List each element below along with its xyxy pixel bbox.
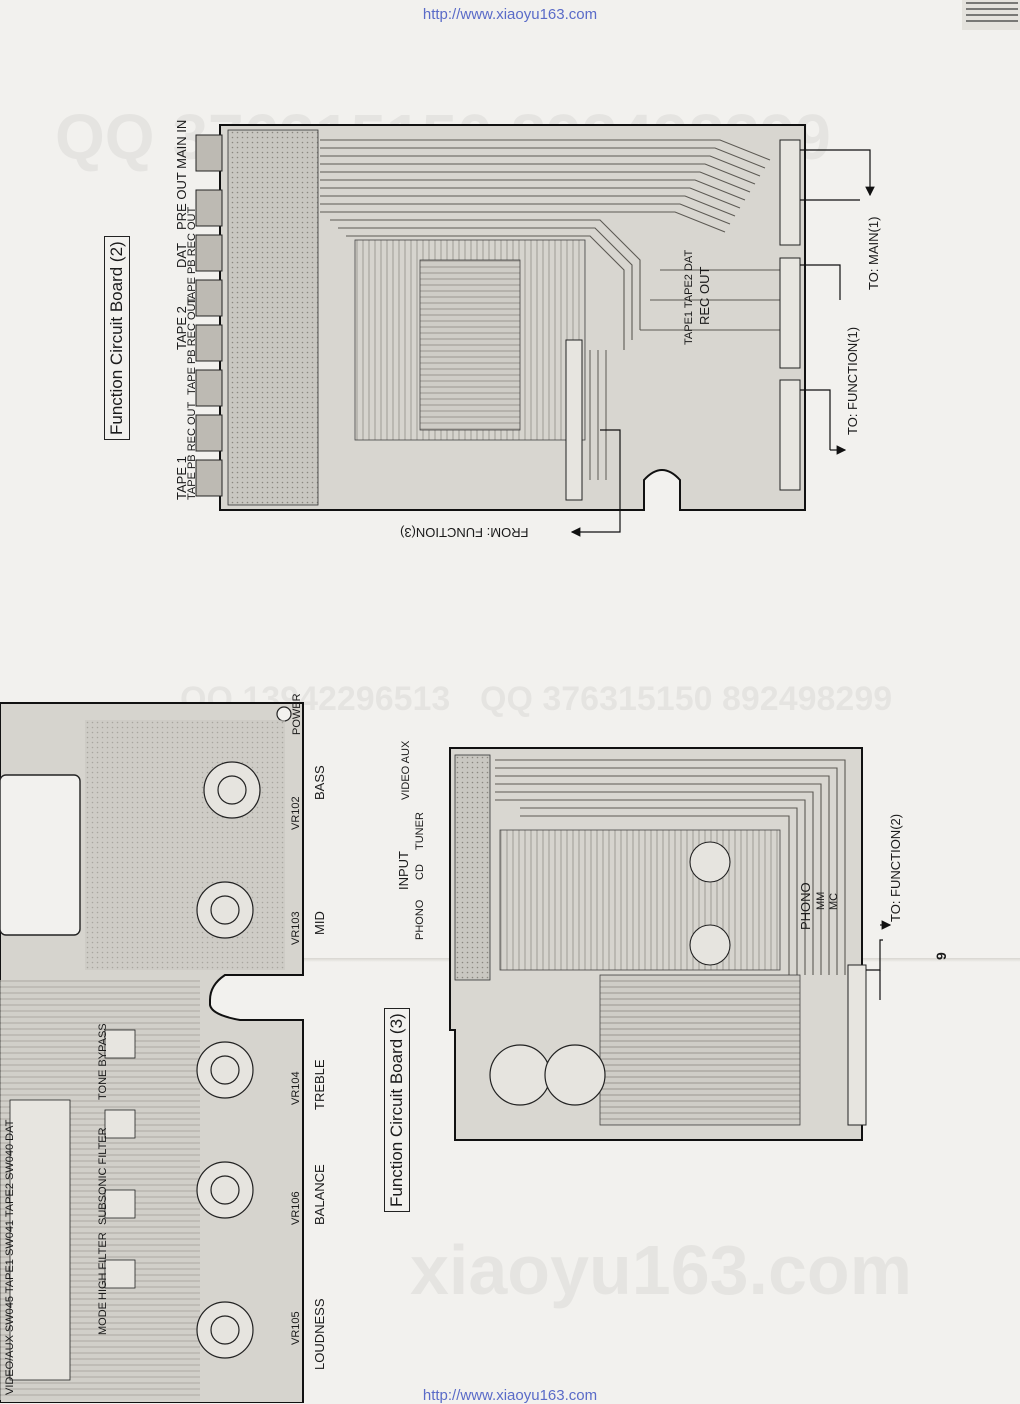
input-switch-labels: VIDEO/AUX SW045 TAPE1 SW041 TAPE2 SW040 … <box>4 1119 16 1395</box>
tuner-input-label: TUNER <box>414 812 426 850</box>
power-label: POWER <box>291 693 303 735</box>
high-filter-label: HIGH FILTER <box>97 1232 109 1300</box>
to-main-label: TO: MAIN(1) <box>866 216 881 290</box>
mode-label: MODE <box>97 1302 109 1335</box>
tape2-sub-label: TAPE PB REC OUT <box>186 296 198 395</box>
mc-label: MC <box>828 892 840 910</box>
vr-mid-label: VR103 <box>290 911 302 945</box>
page-number: 9 <box>933 952 949 960</box>
board-1-pcb <box>0 702 304 1403</box>
watermark-url-top: http://www.xiaoyu163.com <box>422 6 598 23</box>
phono-selector-label: PHONO <box>798 882 813 930</box>
to-function1-label: TO: FUNCTION(1) <box>845 326 860 435</box>
vr-bass-label: VR102 <box>290 796 302 830</box>
board-2-pcb <box>195 124 875 537</box>
mid-label: MID <box>312 911 327 935</box>
watermark-url-bottom: http://www.xiaoyu163.com <box>422 1387 598 1404</box>
from-function3-label: FROM: FUNCTION(3) <box>400 525 529 540</box>
balance-label: BALANCE <box>312 1164 327 1225</box>
video-aux-input-label: VIDEO AUX <box>400 740 412 800</box>
mm-label: MM <box>815 891 827 910</box>
vr-loudness-label: VR105 <box>290 1311 302 1345</box>
bass-label: BASS <box>312 765 327 800</box>
cd-input-label: CD <box>414 864 426 880</box>
loudness-label: LOUDNESS <box>312 1298 327 1370</box>
treble-label: TREBLE <box>312 1059 327 1110</box>
rec-out-title: TAPE1 TAPE2 DAT <box>683 249 695 345</box>
board-2-title: Function Circuit Board (2) <box>104 236 130 440</box>
tape1-sub-label: TAPE PB REC OUT <box>186 401 198 500</box>
phono-input-label: PHONO <box>414 899 426 940</box>
vr-balance-label: VR106 <box>290 1191 302 1225</box>
board-3-pcb <box>449 747 892 1141</box>
preout-main-in-label: PRE OUT MAIN IN <box>174 119 189 230</box>
tone-bypass-label: TONE BYPASS <box>97 1023 109 1100</box>
to-function2-label: TO: FUNCTION(2) <box>888 813 903 922</box>
watermark-site: xiaoyu163.com <box>410 1231 912 1309</box>
subsonic-filter-label: SUBSONIC FILTER <box>97 1127 109 1225</box>
watermark-qq-middle: QQ 376315150 892498299 <box>480 680 893 718</box>
input-label: INPUT <box>396 851 411 890</box>
rec-out-label: REC OUT <box>697 266 712 326</box>
vr-treble-label: VR104 <box>290 1071 302 1105</box>
binding-holes <box>962 0 1020 30</box>
board-3-title: Function Circuit Board (3) <box>384 1008 410 1212</box>
